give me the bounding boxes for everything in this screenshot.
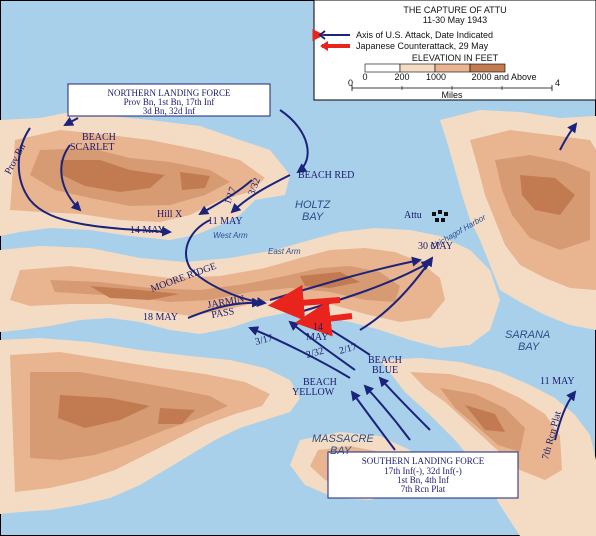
arrow-18may <box>187 297 262 319</box>
unit-217-label: 2/17 <box>338 342 358 357</box>
may14-label-b2: MAY <box>306 332 328 343</box>
beach-scarlet-label-1: BEACH <box>82 132 116 143</box>
legend-counter: Japanese Counterattack, 29 May <box>356 41 489 51</box>
east-arm-label: East Arm <box>268 247 301 256</box>
scale-unit: Miles <box>441 90 463 100</box>
arrow-west-arm <box>185 219 267 308</box>
elev-tick-200: 200 <box>394 72 409 82</box>
may14-label-b1: 14 <box>313 322 323 333</box>
scale-end: 4 <box>555 78 560 88</box>
legend: THE CAPTURE OF ATTU 11-30 May 1943 Axis … <box>312 0 596 101</box>
counter-arrows <box>267 284 353 337</box>
northern-force-box: NORTHERN LANDING FORCE Prov Bn, 1st Bn, … <box>67 83 271 117</box>
may11-label-a: 11 MAY <box>208 216 243 227</box>
elevation-title: ELEVATION IN FEET <box>412 53 499 63</box>
elev-1000 <box>434 63 471 73</box>
arrow-rcn-plat <box>554 390 577 441</box>
hill-x-label: Hill X <box>157 209 183 220</box>
elev-2000 <box>469 63 506 73</box>
elev-0 <box>364 63 401 73</box>
beach-yellow-label-1: BEACH <box>303 377 337 388</box>
arrow-beach-blue-2 <box>363 384 411 441</box>
unit-232-label: 2/32 <box>305 346 325 361</box>
central-land <box>0 228 500 348</box>
legend-dates: 11-30 May 1943 <box>423 15 487 25</box>
may30-label: 30 MAY <box>418 241 453 252</box>
holtz-bay-label-2: BAY <box>302 211 324 223</box>
southern-force-title: SOUTHERN LANDING FORCE <box>362 456 485 466</box>
southern-force-line3: 7th Rcn Plat <box>401 484 446 494</box>
jarmin-label-2: PASS <box>211 306 236 321</box>
may11-label-b: 11 MAY <box>540 376 575 387</box>
sarana-bay-label-2: BAY <box>518 341 540 353</box>
massacre-bay-label-1: MASSACRE <box>312 433 374 445</box>
arrow-beach-yellow <box>350 390 396 451</box>
sarana-bay-label-1: SARANA <box>505 329 550 341</box>
unit-317-label: 3/17 <box>254 333 274 348</box>
arrow-117 <box>198 179 253 216</box>
elev-tick-0: 0 <box>362 72 367 82</box>
northeast-land <box>440 110 596 330</box>
southern-force-line1: 17th Inf(-), 32d Inf(-) <box>384 466 461 476</box>
northern-force-title: NORTHERN LANDING FORCE <box>108 88 231 98</box>
arrow-beach-blue-1 <box>378 376 431 431</box>
arrow-beach-scarlet <box>60 144 82 212</box>
elev-tick-2000: 2000 and Above <box>471 72 536 82</box>
northern-force-line2: 3d Bn, 32d Inf <box>143 106 196 116</box>
southern-force-box: SOUTHERN LANDING FORCE 17th Inf(-), 32d … <box>327 451 519 499</box>
arrow-scarlet-in <box>63 116 79 126</box>
may14-label-a: 14 MAY <box>130 225 165 236</box>
counter-arrow-2 <box>294 300 353 337</box>
legend-attack: Axis of U.S. Attack, Date Indicated <box>356 30 493 40</box>
south-land <box>0 338 300 514</box>
beach-blue-label-1: BEACH <box>368 355 402 366</box>
beach-yellow-label-2: YELLOW <box>292 387 335 398</box>
legend-title: THE CAPTURE OF ATTU <box>403 5 506 15</box>
arrow-beach-red-1 <box>279 109 309 174</box>
elev-200 <box>399 63 436 73</box>
elev-tick-1000: 1000 <box>426 72 446 82</box>
arrow-317 <box>248 326 351 379</box>
beach-blue-label-2: BLUE <box>372 365 398 376</box>
massacre-bay-label-2: BAY <box>330 445 352 457</box>
southern-force-line2: 1st Bn, 4th Inf <box>397 475 449 485</box>
arrow-prov-bn <box>17 127 172 237</box>
northern-force-line1: Prov Bn, 1st Bn, 17th Inf <box>124 97 215 107</box>
arrow-red-to-hill <box>230 174 291 214</box>
may18-label: 18 MAY <box>143 312 178 323</box>
attu-label: Attu <box>404 210 422 221</box>
arrow-to-30may-3 <box>359 256 434 331</box>
arrow-ne <box>559 122 578 151</box>
attu-marker <box>432 210 448 222</box>
scale-start: 0 <box>348 78 353 88</box>
beach-scarlet-label-2: SCARLET <box>70 142 114 153</box>
holtz-bay-label-1: HOLTZ <box>295 199 332 211</box>
west-arm-label: West Arm <box>213 231 248 240</box>
beach-red-label: BEACH RED <box>298 170 354 181</box>
